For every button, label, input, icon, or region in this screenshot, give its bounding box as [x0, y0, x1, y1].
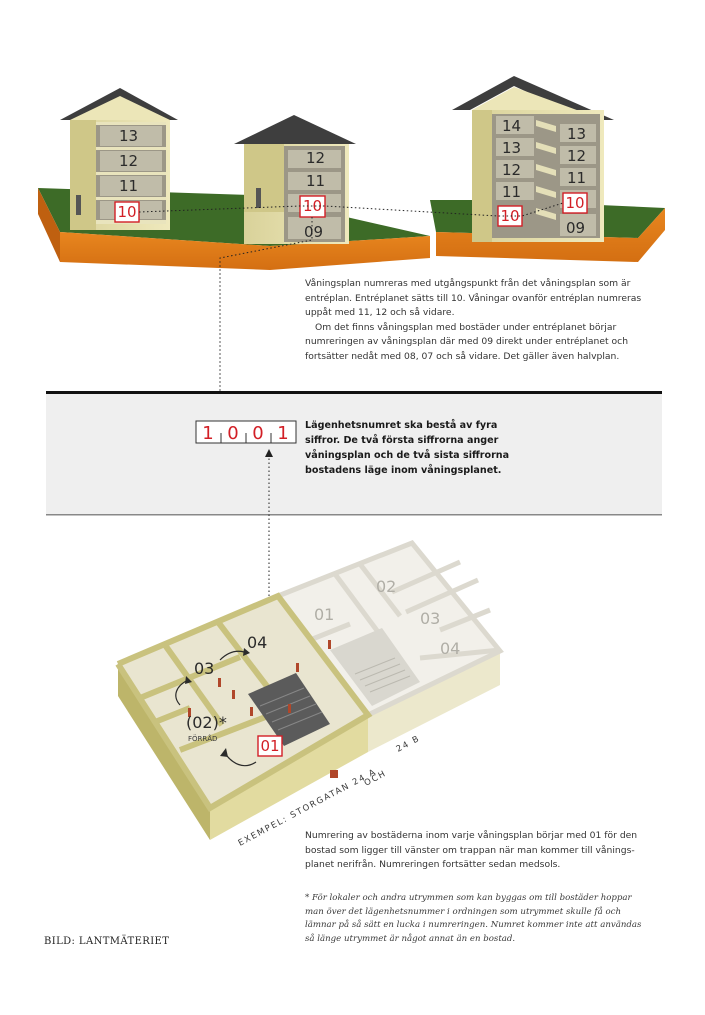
left-floor-13: 13 [119, 127, 138, 145]
back-room-04: 04 [440, 639, 460, 658]
front-room-03: 03 [194, 659, 214, 678]
apartment-number-boxes [195, 420, 297, 444]
explanation-band [46, 394, 662, 514]
floorplan-front-half [115, 592, 373, 840]
floorplan-back-half [276, 540, 504, 752]
entrance-a-marker [330, 770, 338, 778]
building-middle [234, 115, 356, 244]
middle-floor-11: 11 [306, 172, 325, 190]
intro-text: Våningsplan numreras med utgångspunkt fr… [305, 277, 660, 364]
digit-3: 0 [252, 423, 263, 444]
door-markers [188, 640, 331, 717]
floor-to-number-dotted-line [219, 217, 313, 410]
left-floor-12: 12 [119, 152, 138, 170]
right-left-floor-14: 14 [502, 117, 521, 135]
back-room-03: 03 [420, 609, 440, 628]
image-credit: BILD: LANTMÄTERIET [44, 936, 170, 947]
band-bottom-rule [46, 514, 662, 516]
digit-4: 1 [277, 423, 288, 444]
front-room-01-box [257, 735, 283, 757]
back-stairwell [330, 628, 420, 706]
middle-entrance-number: 10 [303, 197, 322, 215]
left-floor-11: 11 [119, 177, 138, 195]
back-room-02: 02 [376, 577, 396, 596]
digit-1: 1 [202, 423, 213, 444]
storage-label: FÖRRÅD [188, 734, 217, 743]
right-left-entrance-box [497, 205, 523, 227]
second-address: 24 B [395, 734, 422, 755]
right-right-entrance-number: 10 [565, 194, 584, 212]
right-left-floor-12: 12 [502, 161, 521, 179]
right-floor-09: 09 [566, 219, 585, 237]
right-right-floor-11: 11 [567, 169, 586, 187]
apartment-number-description: Lägenhetsnumret ska bestå av fyra siffro… [305, 420, 510, 476]
digit-2: 0 [227, 423, 238, 444]
intro-paragraph-2: Om det finns våningsplan med bostäder un… [305, 321, 629, 362]
intro-paragraph-1: Våningsplan numreras med utgångspunkt fr… [305, 278, 642, 318]
building-right [452, 76, 614, 242]
bottom-text: Numrering av bostäderna inom varje vånin… [305, 830, 638, 870]
right-left-floor-11: 11 [502, 183, 521, 201]
direction-arrowheads [185, 648, 250, 757]
middle-floor-12: 12 [306, 149, 325, 167]
right-right-floor-13: 13 [567, 125, 586, 143]
arrowhead-up [265, 449, 273, 457]
middle-floor-09: 09 [304, 223, 323, 241]
right-left-floor-13: 13 [502, 139, 521, 157]
footnote: * För lokaler och andra utrymmen som kan… [305, 893, 642, 945]
back-room-01: 01 [314, 605, 334, 624]
right-left-entrance-number: 10 [500, 207, 519, 225]
right-right-entrance-box [562, 192, 588, 214]
front-room-01: 01 [260, 737, 279, 755]
front-room-04: 04 [247, 633, 267, 652]
front-room-02-storage: (02)* [186, 713, 227, 732]
right-right-floor-12: 12 [567, 147, 586, 165]
band-top-rule [46, 391, 662, 394]
right-stairs [536, 120, 556, 220]
entrance-link-dotted-line [138, 202, 564, 217]
left-entrance-number: 10 [117, 203, 136, 221]
